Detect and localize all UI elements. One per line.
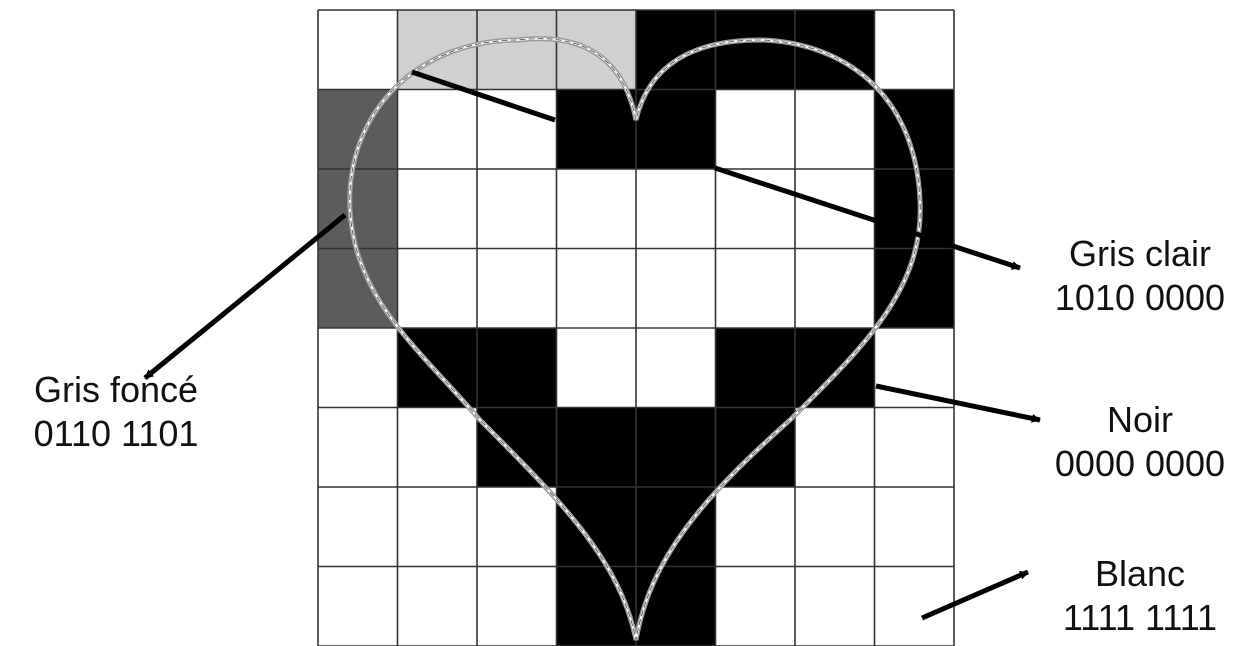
label-gris-clair-name: Gris clair [1030, 232, 1250, 276]
pixel-cell-white [398, 249, 478, 329]
pixel-cell-black [557, 487, 637, 567]
pixel-cell-white [398, 90, 478, 170]
label-gris-clair-code: 1010 0000 [1030, 276, 1250, 320]
pixel-cell-white [398, 567, 478, 646]
pixel-cell-black [636, 567, 716, 646]
pixel-cell-black [557, 90, 637, 170]
pixel-cell-white [477, 90, 557, 170]
pixel-cell-white [875, 10, 955, 90]
pixel-cell-white [795, 567, 875, 646]
pixel-cell-black [716, 328, 796, 408]
pixel-cell-black [636, 487, 716, 567]
pixel-cell-white [716, 567, 796, 646]
pixel-cell-black [716, 10, 796, 90]
pixel-cell-white [477, 169, 557, 249]
pixel-cell-white [477, 487, 557, 567]
pixel-cell-white [795, 249, 875, 329]
label-blanc: Blanc 1111 1111 [1030, 552, 1250, 640]
pixel-cell-white [636, 328, 716, 408]
pixel-cell-black [477, 328, 557, 408]
pixel-cell-white [557, 249, 637, 329]
pixel-cell-white [636, 169, 716, 249]
pixel-cell-white [477, 249, 557, 329]
pixel-cell-white [398, 169, 478, 249]
pixel-cell-black [795, 328, 875, 408]
label-noir-name: Noir [1030, 398, 1250, 442]
pixel-cell-white [477, 567, 557, 646]
pixel-cell-white [557, 328, 637, 408]
pixel-cell-white [318, 10, 398, 90]
label-blanc-code: 1111 1111 [1030, 596, 1250, 640]
pixel-cell-light-gray [557, 10, 637, 90]
pixel-cell-white [716, 90, 796, 170]
pixel-cell-white [318, 328, 398, 408]
pixel-cell-black [636, 90, 716, 170]
pixel-cell-white [636, 249, 716, 329]
label-gris-fonce-code: 0110 1101 [0, 412, 232, 456]
label-gris-clair: Gris clair 1010 0000 [1030, 232, 1250, 320]
pixel-cell-white [398, 487, 478, 567]
pixel-cell-dark-gray [318, 169, 398, 249]
label-noir: Noir 0000 0000 [1030, 398, 1250, 486]
pixel-cell-white [557, 169, 637, 249]
pixel-cell-white [875, 567, 955, 646]
pixel-cell-white [318, 487, 398, 567]
label-blanc-name: Blanc [1030, 552, 1250, 596]
label-gris-fonce: Gris foncé 0110 1101 [0, 368, 232, 456]
pixel-cell-white [875, 487, 955, 567]
pixel-cell-light-gray [477, 10, 557, 90]
pixel-cell-white [716, 487, 796, 567]
pixel-cell-black [875, 169, 955, 249]
label-gris-fonce-name: Gris foncé [0, 368, 232, 412]
pixel-cell-black [716, 408, 796, 488]
pixel-cell-black [477, 408, 557, 488]
pixel-cell-white [318, 567, 398, 646]
pixel-cell-white [398, 408, 478, 488]
pixel-cell-white [716, 249, 796, 329]
gris-fonce-arrow [145, 215, 345, 378]
label-noir-code: 0000 0000 [1030, 442, 1250, 486]
pixel-cell-white [318, 408, 398, 488]
pixel-cell-white [795, 408, 875, 488]
pixel-cell-white [795, 90, 875, 170]
pixel-cell-white [795, 487, 875, 567]
pixel-cell-black [557, 408, 637, 488]
pixel-cell-black [636, 408, 716, 488]
pixel-cell-white [875, 408, 955, 488]
